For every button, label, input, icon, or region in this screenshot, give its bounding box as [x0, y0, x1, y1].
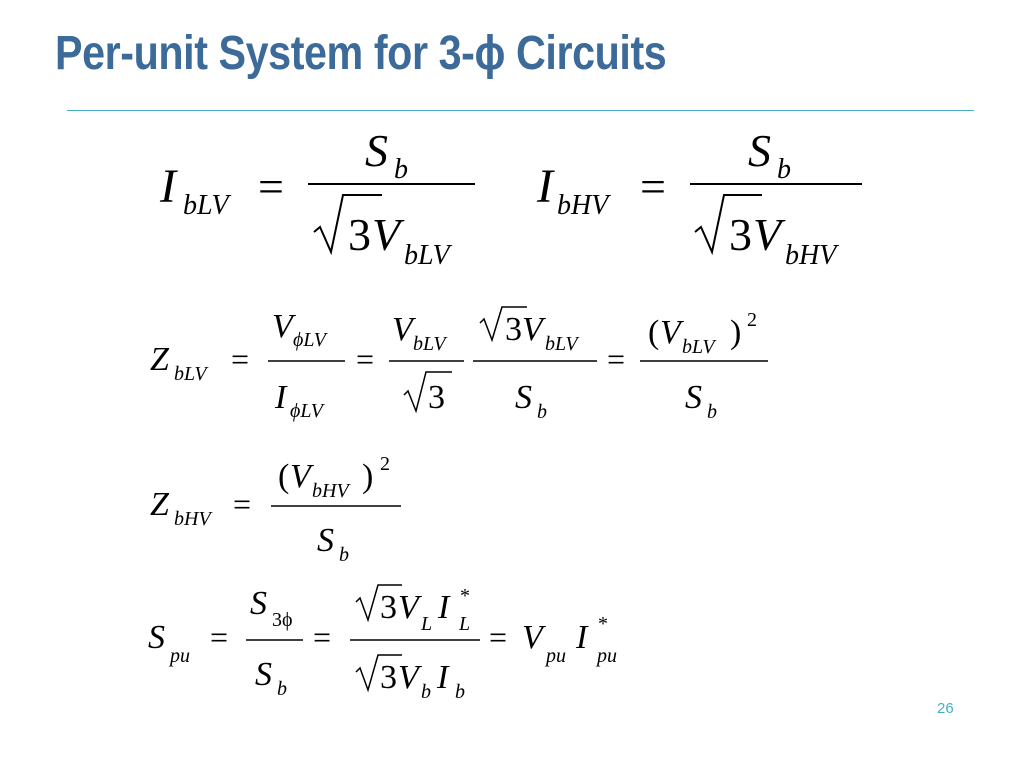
eq1-hv-lhs-sub: bHV	[557, 190, 611, 221]
eq1-hv-lhs: I	[536, 160, 555, 213]
eq2-lhs-sub: bLV	[174, 363, 209, 385]
eq1-hv-num-sub: b	[777, 154, 791, 185]
eq4-f2-num-i-sub: L	[458, 613, 470, 635]
equation-z-blv: Z bLV = V ϕLV I ϕLV = V bLV 3 3 V bLV S …	[150, 306, 768, 423]
eq2-f4-open-paren: (	[648, 314, 659, 351]
eq2-f3-den: S	[515, 379, 532, 416]
eq4-f2-den-sqrt-sign	[355, 654, 402, 693]
eq2-f4-close-paren: )	[730, 314, 741, 351]
eq1-hv-equals: =	[640, 161, 666, 212]
eq1-lv-sqrt-sign	[313, 194, 382, 256]
eq1-lv-lhs-sub: bLV	[183, 190, 232, 221]
eq1-lv-den-var: V	[372, 209, 405, 260]
eq4-f2-num-i: I	[437, 589, 451, 626]
equation-z-bhv: Z bHV = ( V bHV ) 2 S b	[150, 453, 401, 566]
eq4-f2-den-v: V	[398, 659, 423, 696]
eq1-hv-num: S	[748, 125, 771, 176]
eq2-f4-exponent: 2	[747, 309, 757, 331]
eq3-lhs: Z	[150, 486, 170, 523]
eq4-f2-num-i-conj: *	[460, 585, 470, 607]
eq4-f2-den-i-sub: b	[455, 681, 465, 703]
eq4-f2-den-v-sub: b	[421, 681, 431, 703]
eq2-f3-den-sub: b	[537, 401, 547, 423]
eq4-rhs-i: I	[575, 619, 589, 656]
eq3-den-sub: b	[339, 544, 349, 566]
slide-title: Per-unit System for 3-ϕ Circuits	[55, 27, 667, 80]
eq1-lv-num-sub: b	[394, 154, 408, 185]
eq3-lhs-sub: bHV	[174, 508, 213, 530]
eq1-hv-den-var: V	[753, 209, 786, 260]
eq2-equals-2: =	[356, 341, 374, 377]
eq4-lhs: S	[148, 619, 165, 656]
eq2-f4-num-sub: bLV	[682, 336, 717, 358]
eq2-f4-den: S	[685, 379, 702, 416]
equation-ib-hv: I bHV = S b 3 V bHV	[536, 125, 862, 271]
eq4-equals-3: =	[489, 619, 507, 655]
eq4-equals-2: =	[313, 619, 331, 655]
eq2-f3-num: V	[522, 311, 547, 348]
title-divider	[67, 110, 974, 111]
eq2-f3-coef: 3	[505, 311, 522, 348]
eq1-lv-equals: =	[258, 161, 284, 212]
eq1-lv-den-sub: bLV	[404, 240, 453, 271]
eq1-hv-den-coef: 3	[729, 209, 752, 260]
eq3-close-paren: )	[362, 458, 373, 495]
eq4-f2-num-v-sub: L	[420, 613, 432, 635]
eq2-equals-3: =	[607, 341, 625, 377]
eq2-f1-den-sub: ϕLV	[290, 400, 326, 422]
eq4-f2-num-coef: 3	[380, 589, 397, 626]
equation-s-pu: S pu = S 3ϕ S b = 3 V L I L * 3 V b I b …	[148, 584, 617, 703]
eq2-lhs: Z	[150, 341, 170, 378]
eq4-f2-den-coef: 3	[380, 659, 397, 696]
eq1-hv-den-sub: bHV	[785, 240, 839, 271]
eq4-f1-num: S	[250, 585, 267, 622]
eq2-equals-1: =	[231, 341, 249, 377]
eq3-exponent: 2	[380, 453, 390, 475]
eq3-equals: =	[233, 486, 251, 522]
eq4-rhs-i-conj: *	[598, 613, 608, 635]
page-number: 26	[937, 700, 954, 717]
eq2-f2-num-sub: bLV	[413, 333, 448, 355]
eq4-rhs-i-sub: pu	[595, 645, 617, 667]
eq2-f1-den: I	[274, 379, 288, 416]
eq4-f1-num-sub: 3ϕ	[272, 609, 293, 631]
eq1-lv-den-coef: 3	[348, 209, 371, 260]
eq4-f2-num-v: V	[398, 589, 423, 626]
eq4-f2-num-sqrt-sign	[355, 584, 402, 623]
eq4-f1-den: S	[255, 656, 272, 693]
eq2-f3-num-sub: bLV	[545, 333, 580, 355]
eq4-f1-den-sub: b	[277, 678, 287, 700]
eq2-f2-sqrt-sign	[403, 371, 452, 414]
eq4-equals-1: =	[210, 619, 228, 655]
eq3-num-sub: bHV	[312, 480, 351, 502]
eq2-f4-den-sub: b	[707, 401, 717, 423]
eq4-f2-den-i: I	[436, 659, 450, 696]
eq3-den: S	[317, 522, 334, 559]
eq1-lv-num: S	[365, 125, 388, 176]
eq2-f3-sqrt-sign	[479, 306, 527, 343]
equation-ib-lv: I bLV = S b 3 V bLV	[159, 125, 475, 271]
eq4-rhs-v-sub: pu	[544, 645, 566, 667]
eq2-f1-num-sub: ϕLV	[293, 329, 329, 351]
eq3-open-paren: (	[278, 458, 289, 495]
eq4-rhs-v: V	[522, 619, 547, 656]
eq4-lhs-sub: pu	[168, 645, 190, 667]
eq1-lv-lhs: I	[159, 160, 178, 213]
eq1-hv-sqrt-sign	[694, 194, 762, 256]
eq2-f2-den: 3	[428, 379, 445, 416]
